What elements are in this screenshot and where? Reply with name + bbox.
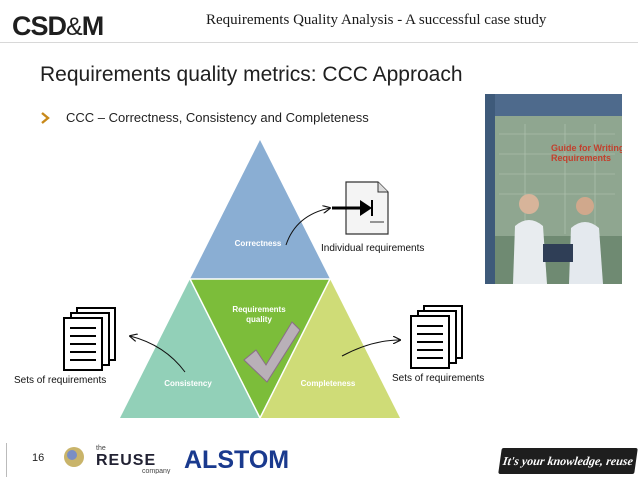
ccc-diagram: Correctness Requirements quality Consist… [63,140,463,419]
bullet-text: CCC – Correctness, Consistency and Compl… [66,110,369,125]
reuse-company-logo: the REUSE company [64,445,171,474]
individual-requirements-label: Individual requirements [321,243,425,254]
book-title-line2: Requirements [551,153,611,163]
reuse-name: REUSE [96,452,156,469]
label-requirements: Requirements [232,305,286,314]
label-completeness: Completeness [301,379,356,388]
bullet-arrow-icon [41,112,50,124]
book-title-line1: Guide for Writing [551,143,622,153]
consistency-triangle [120,279,260,418]
footer-divider [6,443,7,477]
requirements-quality-triangle [190,279,330,418]
logo-right: M [81,11,104,41]
logo-amp: & [66,13,83,41]
slide-title: Requirements quality metrics: CCC Approa… [40,63,463,86]
slogan-banner: It's your knowledge, reuse it. [498,448,638,494]
documents-stack-left-icon [63,307,116,371]
label-consistency: Consistency [164,379,212,388]
arrow-to-sets-right [341,340,400,357]
logo-left: CSD [12,11,67,41]
sets-of-requirements-left-label: Sets of requirements [14,375,107,386]
document-arrow-icon [332,181,389,235]
correctness-triangle [190,140,330,279]
alstom-logo: ALSTOM [184,446,290,474]
csdm-logo: CSD&M [12,6,104,47]
arrow-to-individual [285,208,330,246]
checkmark-icon [243,321,301,383]
completeness-triangle [260,279,400,418]
guide-book-cover: Guide for Writing Requirements [485,94,622,284]
label-correctness: Correctness [235,239,282,248]
arrow-to-sets-left [130,336,186,373]
label-quality: quality [246,315,272,324]
header-divider [0,42,638,43]
page-number: 16 [32,452,45,464]
header-title: Requirements Quality Analysis - A succes… [206,12,547,28]
sets-of-requirements-right-label: Sets of requirements [392,373,485,384]
documents-stack-right-icon [410,305,463,369]
reuse-company: company [142,468,171,474]
reuse-the: the [96,445,106,452]
